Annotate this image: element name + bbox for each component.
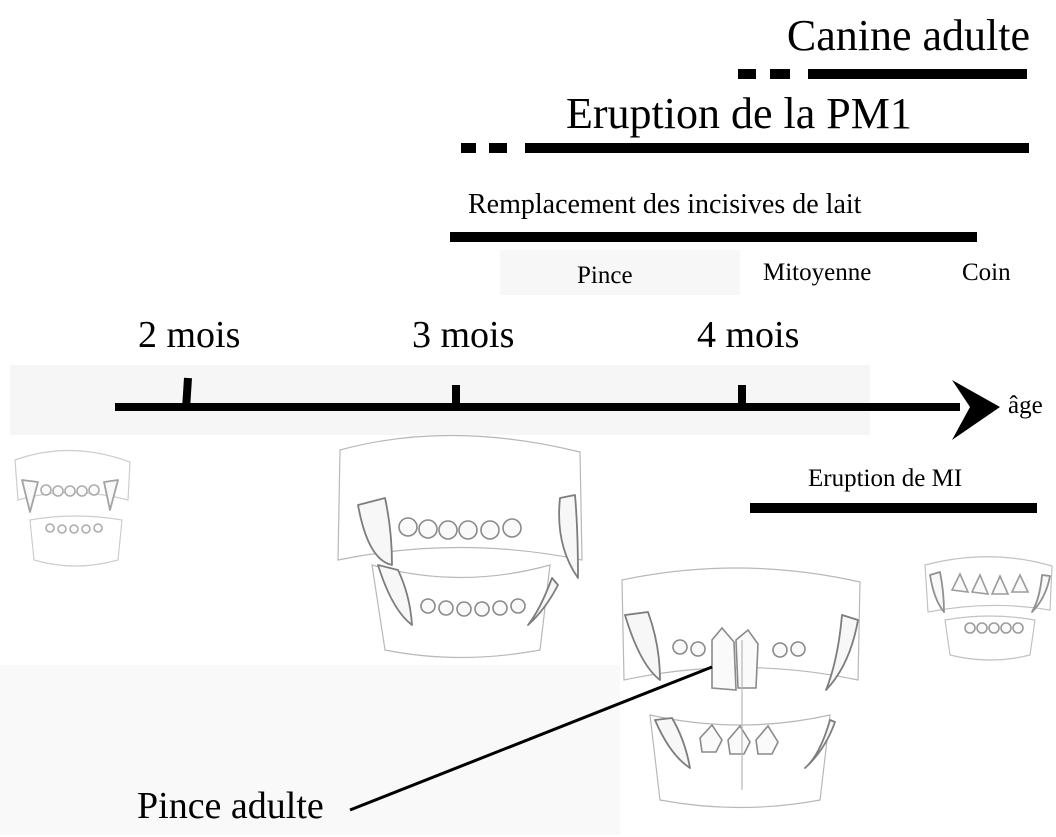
eruption-pm1-label: Eruption de la PM1 [566,89,912,138]
incisor-mitoyenne-label: Mitoyenne [763,259,871,286]
axis-label-age: âge [1008,392,1043,419]
dentition-sketch-2-months [15,450,130,566]
eruption-mi-label: Eruption de MI [808,465,962,492]
tick-label-3-mois: 3 mois [412,314,514,356]
tick-mark-2-mois [186,378,188,409]
dentition-sketch-3-months [338,435,582,657]
remplacement-incisives-label: Remplacement des incisives de lait [468,189,862,220]
incisor-pince-label: Pince [577,262,633,289]
dentition-sketch-adult [925,557,1052,660]
tick-label-2-mois: 2 mois [138,314,240,356]
canine-adulte-label: Canine adulte [787,11,1030,60]
pince-adulte-label: Pince adulte [137,785,324,827]
tick-label-4-mois: 4 mois [697,314,799,356]
incisor-coin-label: Coin [962,259,1011,286]
